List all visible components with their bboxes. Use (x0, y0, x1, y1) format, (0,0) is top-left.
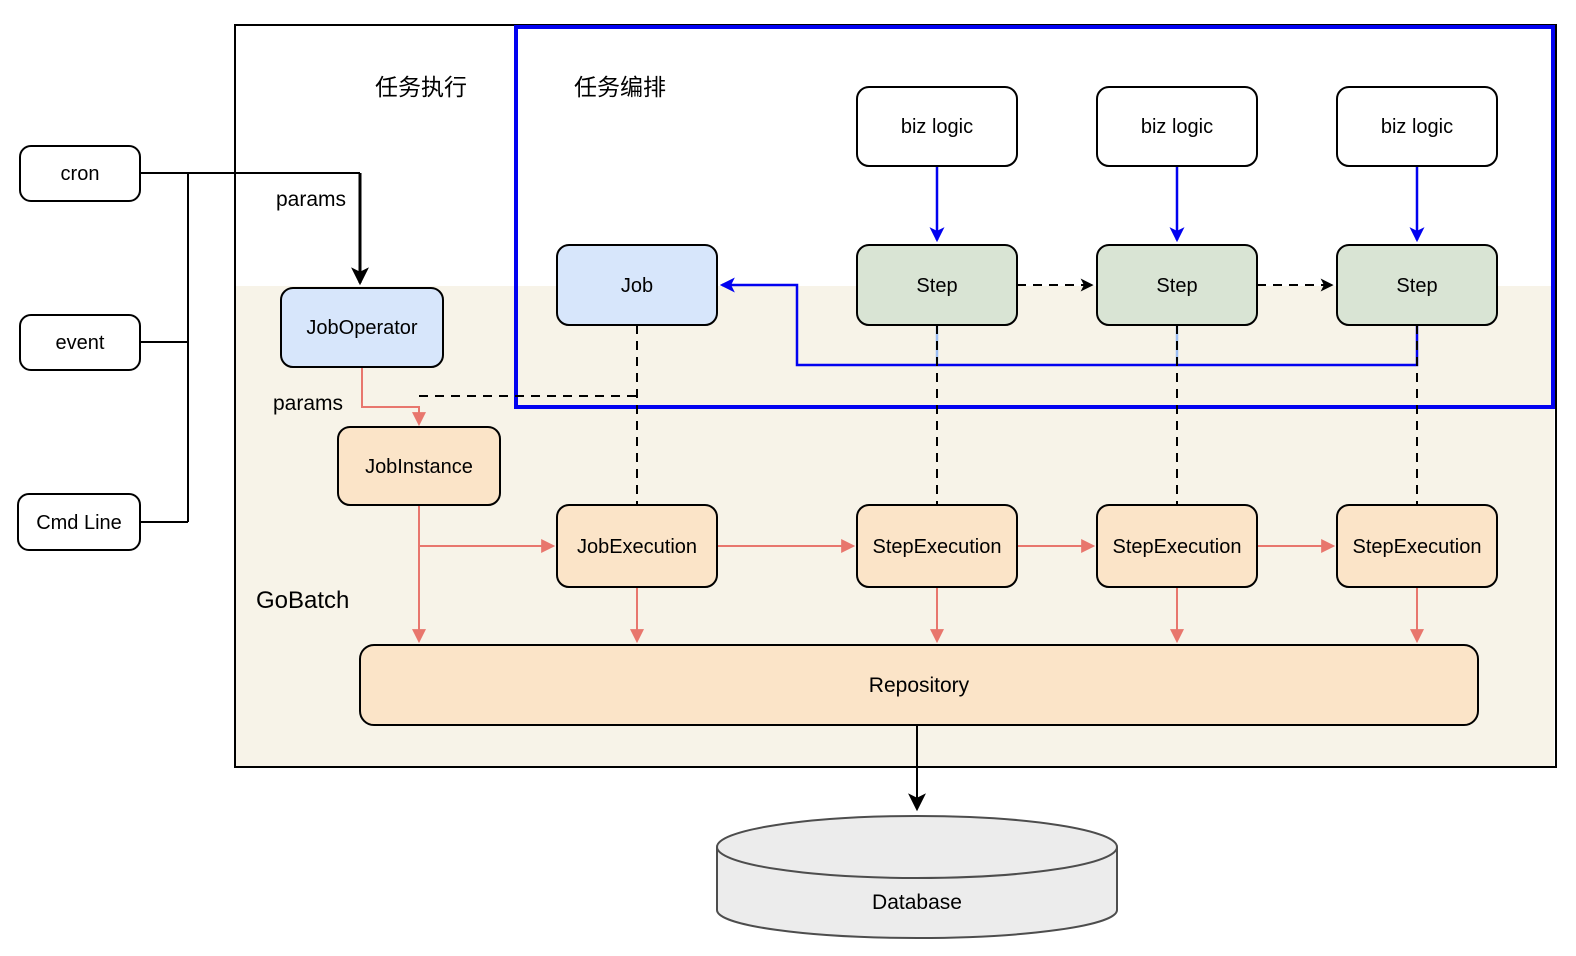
gobatch-engine-label: GoBatch (256, 587, 349, 614)
node-biz-logic-1: biz logic (856, 86, 1018, 167)
orchestration-region-box (514, 25, 1555, 409)
step-2-label: Step (1156, 275, 1197, 297)
node-cmdline: Cmd Line (17, 493, 141, 551)
execution-region-label: 任务执行 (375, 74, 467, 100)
node-job: Job (556, 244, 718, 326)
node-job-execution: JobExecution (556, 504, 718, 588)
biz-logic-2-label: biz logic (1141, 116, 1213, 138)
cmdline-label: Cmd Line (36, 512, 122, 534)
node-step-execution-1: StepExecution (856, 504, 1018, 588)
node-job-operator: JobOperator (280, 287, 444, 368)
node-event: event (19, 314, 141, 371)
node-biz-logic-3: biz logic (1336, 86, 1498, 167)
node-step-execution-2: StepExecution (1096, 504, 1258, 588)
node-database: Database (716, 815, 1118, 939)
job-operator-label: JobOperator (306, 317, 418, 339)
step-3-label: Step (1396, 275, 1437, 297)
node-step-execution-3: StepExecution (1336, 504, 1498, 588)
step-execution-2-label: StepExecution (1113, 536, 1242, 558)
database-cylinder-top (716, 815, 1118, 879)
job-label: Job (621, 275, 653, 297)
node-biz-logic-2: biz logic (1096, 86, 1258, 167)
node-repository: Repository (359, 644, 1479, 726)
job-instance-label: JobInstance (365, 456, 473, 478)
node-step-2: Step (1096, 244, 1258, 326)
edge-steps-to-job (719, 277, 1419, 367)
params-label-top: params (276, 188, 346, 211)
orchestration-region-label: 任务编排 (574, 74, 666, 100)
step-execution-1-label: StepExecution (873, 536, 1002, 558)
database-label: Database (872, 891, 962, 914)
event-label: event (56, 332, 105, 354)
step-1-label: Step (916, 275, 957, 297)
biz-logic-3-label: biz logic (1381, 116, 1453, 138)
node-step-1: Step (856, 244, 1018, 326)
edge-joboperator-to-jobinstance (361, 367, 426, 427)
step-execution-3-label: StepExecution (1353, 536, 1482, 558)
node-job-instance: JobInstance (337, 426, 501, 506)
repository-label: Repository (869, 674, 970, 697)
node-cron: cron (19, 145, 141, 202)
cron-label: cron (61, 163, 100, 185)
biz-logic-1-label: biz logic (901, 116, 973, 138)
job-execution-label: JobExecution (577, 536, 697, 558)
node-step-3: Step (1336, 244, 1498, 326)
params-label-mid: params (273, 392, 343, 415)
